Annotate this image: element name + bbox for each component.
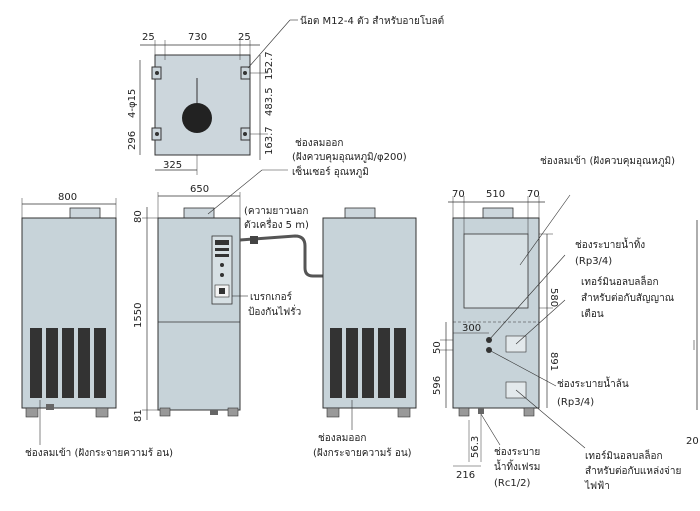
dim-top-296: 296	[127, 131, 138, 150]
label-power-3: ไฟฟ้า	[584, 480, 610, 492]
label-overflow-2: (Rp3/4)	[557, 397, 594, 408]
label-sensor: เซ็นเซอร์ อุณหภูมิ	[292, 164, 369, 178]
dim-h1550: 1550	[133, 303, 144, 328]
label-power-1: เทอร์มินอลบลล็อก	[585, 448, 663, 462]
dim-top-phi: 4-φ15	[127, 89, 138, 118]
frame-drain	[478, 408, 484, 414]
dim-top-730: 730	[188, 32, 207, 43]
dim-w800: 800	[58, 192, 77, 203]
dim-top-1527: 152.7	[264, 51, 275, 80]
right-louvers	[330, 328, 406, 398]
dim-edge-20: 20	[686, 436, 699, 447]
dim-top-325: 325	[163, 160, 182, 171]
dim-r563: 56.3	[470, 436, 481, 458]
dim-w650: 650	[190, 184, 209, 195]
label-cable-1: (ความยาวนอก	[244, 206, 308, 217]
label-intake-left: ช่องลมเข้า (ฝังกระจายความร้ อน)	[25, 447, 173, 459]
label-alarm-1: เทอร์มินอลบลล็อก	[581, 274, 659, 288]
label-drain1-1: ช่องระบายน้ำทิ้ง	[575, 237, 645, 251]
label-cable-2: ตัวเครื่อง 5 m)	[244, 217, 309, 231]
top-exhaust-hole	[182, 103, 212, 133]
dim-r216: 216	[456, 470, 475, 481]
label-breaker-2: ป้องกันไฟรั่ว	[248, 304, 301, 318]
label-alarm-3: เตือน	[581, 308, 604, 320]
label-intake-back: ช่องลมเข้า (ฝังควบคุมอุณหภูมิ)	[540, 155, 675, 167]
dim-h81: 81	[133, 409, 144, 422]
dim-r70a: 70	[452, 189, 465, 200]
dim-top-25b: 25	[238, 32, 251, 43]
label-overflow-1: ช่องระบายน้ำล้น	[557, 376, 629, 390]
label-exhaust-sub: (ฝังควบคุมอุณหภูมิ/φ200)	[292, 152, 407, 163]
label-drain1-2: (Rp3/4)	[575, 256, 612, 267]
dim-h80: 80	[133, 210, 144, 223]
label-frame-3: (Rc1/2)	[494, 478, 530, 489]
dim-top-1637: 163.7	[264, 126, 275, 155]
dim-r580: 580	[548, 288, 559, 307]
dim-top-25a: 25	[142, 32, 155, 43]
dim-r300: 300	[462, 323, 481, 334]
label-power-2: สำหรับต่อกับแหล่งจ่าย	[585, 466, 681, 477]
top-view: 25 730 25 4-φ15 296 325 152.7 483.5 163.…	[127, 14, 444, 175]
label-outlet-2: (ฝังกระจายความร้ อน)	[313, 447, 412, 459]
label-outlet-1: ช่องลมออก	[318, 433, 366, 444]
back-view: 70 510 70 300 50 596 580 891 56.3 216 ช่…	[432, 155, 681, 492]
label-breaker-1: เบรกเกอร์	[250, 291, 293, 303]
front-view: 650 80 1550 81 ช่องลมออก (ฝังควบคุมอุณหภ…	[133, 138, 407, 422]
dim-r50: 50	[432, 341, 443, 354]
edge-fragment: 20	[686, 220, 699, 447]
dim-r891: 891	[548, 352, 559, 371]
right-side-view: ช่องลมออก (ฝังกระจายความร้ อน)	[313, 207, 417, 459]
label-frame-2: น้ำทิ้งเฟรม	[494, 459, 540, 473]
label-alarm-2: สำหรับต่อกับสัญญาณ	[581, 293, 674, 304]
power-cable	[239, 234, 323, 278]
bolt-note: น๊อต M12-4 ตัว สำหรับอายโบลต์	[300, 14, 444, 27]
left-louvers	[30, 328, 106, 398]
dim-r596: 596	[432, 376, 443, 395]
back-intake-panel	[463, 233, 529, 309]
dim-top-4835: 483.5	[264, 87, 275, 116]
label-exhaust-title: ช่องลมออก	[295, 138, 343, 149]
left-side-view: 800 ช่องลมเข้า (ฝังกระจายความร้ อน)	[21, 192, 173, 459]
dim-r510: 510	[486, 189, 505, 200]
dim-r70b: 70	[527, 189, 540, 200]
label-frame-1: ช่องระบาย	[494, 447, 540, 458]
